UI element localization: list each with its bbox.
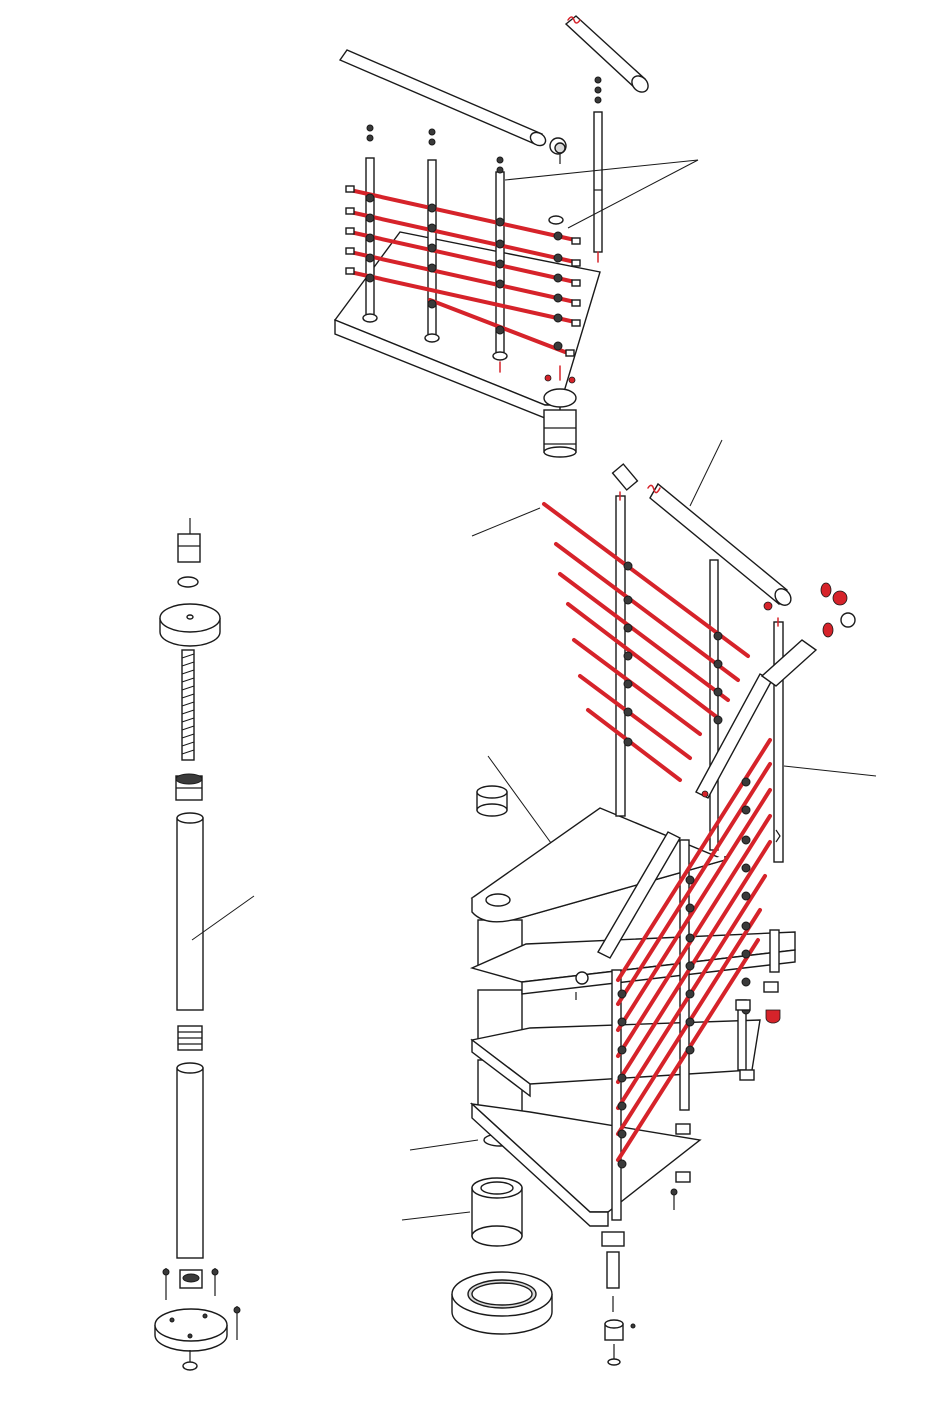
column-cap-disc (160, 604, 220, 646)
sleeve-leader (410, 1140, 478, 1150)
central-column-assembly (155, 518, 254, 1370)
column-base-plate (155, 1268, 240, 1370)
floor-ring (452, 1272, 552, 1334)
column-tube-upper (177, 813, 203, 1010)
base-sleeve (472, 1178, 522, 1246)
column-tube-lower (177, 1063, 203, 1258)
upper-leader-2 (568, 160, 698, 228)
landing-column-bottom (544, 447, 576, 457)
column-washer (178, 577, 198, 587)
column-threaded-rod (182, 650, 194, 760)
top-handrail-left (340, 50, 548, 148)
loose-cap (477, 786, 507, 816)
landing-hole (544, 389, 576, 407)
handrail-leader (690, 440, 722, 506)
column-coupling (178, 1026, 202, 1050)
cable-leader (472, 508, 540, 536)
lower-stair-assembly (402, 440, 876, 1365)
column-bushing-top (176, 774, 202, 800)
stair-handrail-top (613, 464, 795, 610)
upper-corner-post (594, 77, 602, 262)
landing-column-sleeve (544, 410, 576, 452)
base-sleeve-leader (402, 1212, 470, 1220)
handrail-connector (550, 138, 566, 164)
upper-railing-assembly (335, 16, 698, 457)
spare-fittings (821, 583, 855, 637)
top-handrail-right (566, 16, 651, 95)
bottom-post-hardware (602, 1232, 635, 1365)
post-leader (784, 766, 876, 776)
column-top-nut (178, 534, 200, 562)
